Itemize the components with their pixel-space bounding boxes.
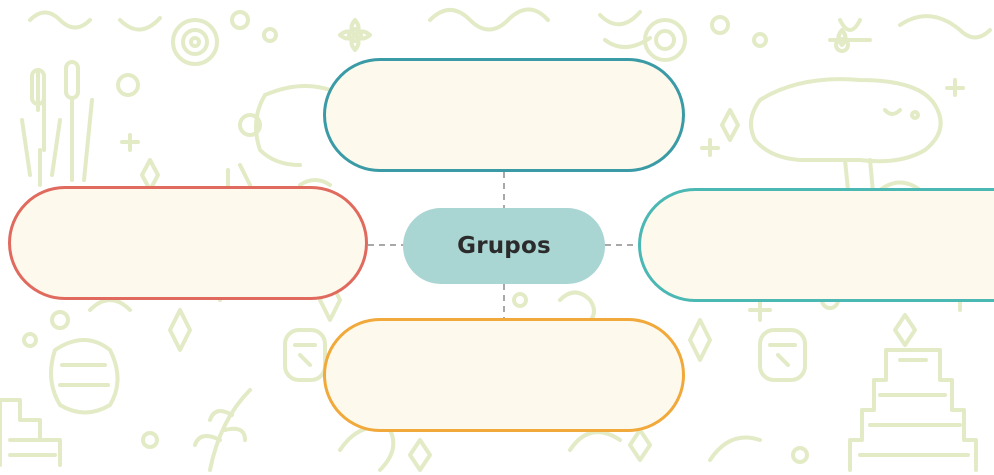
ammonite-shell-icon: [171, 18, 219, 66]
bubble-bottom[interactable]: [323, 318, 685, 432]
clay-pot-icon: [49, 338, 120, 415]
bubble-right[interactable]: [638, 188, 994, 302]
center-node: Grupos: [403, 208, 605, 284]
leafy-branch-icon: [193, 388, 252, 472]
jar-icon: [283, 328, 327, 382]
center-label: Grupos: [457, 233, 551, 259]
manatee-icon: [749, 77, 943, 194]
wave-ornament: [28, 10, 92, 30]
bubble-left[interactable]: [8, 186, 368, 300]
stepped-pyramid-icon: [0, 398, 62, 467]
stepped-pyramid-icon: [848, 348, 978, 472]
manatee-icon: [254, 84, 332, 167]
jar-icon: [758, 328, 807, 382]
bubble-top[interactable]: [323, 58, 685, 172]
sparkle-star-icon: [168, 308, 192, 352]
flower-icon: [338, 18, 372, 52]
cattail-plant-icon: [20, 60, 94, 187]
